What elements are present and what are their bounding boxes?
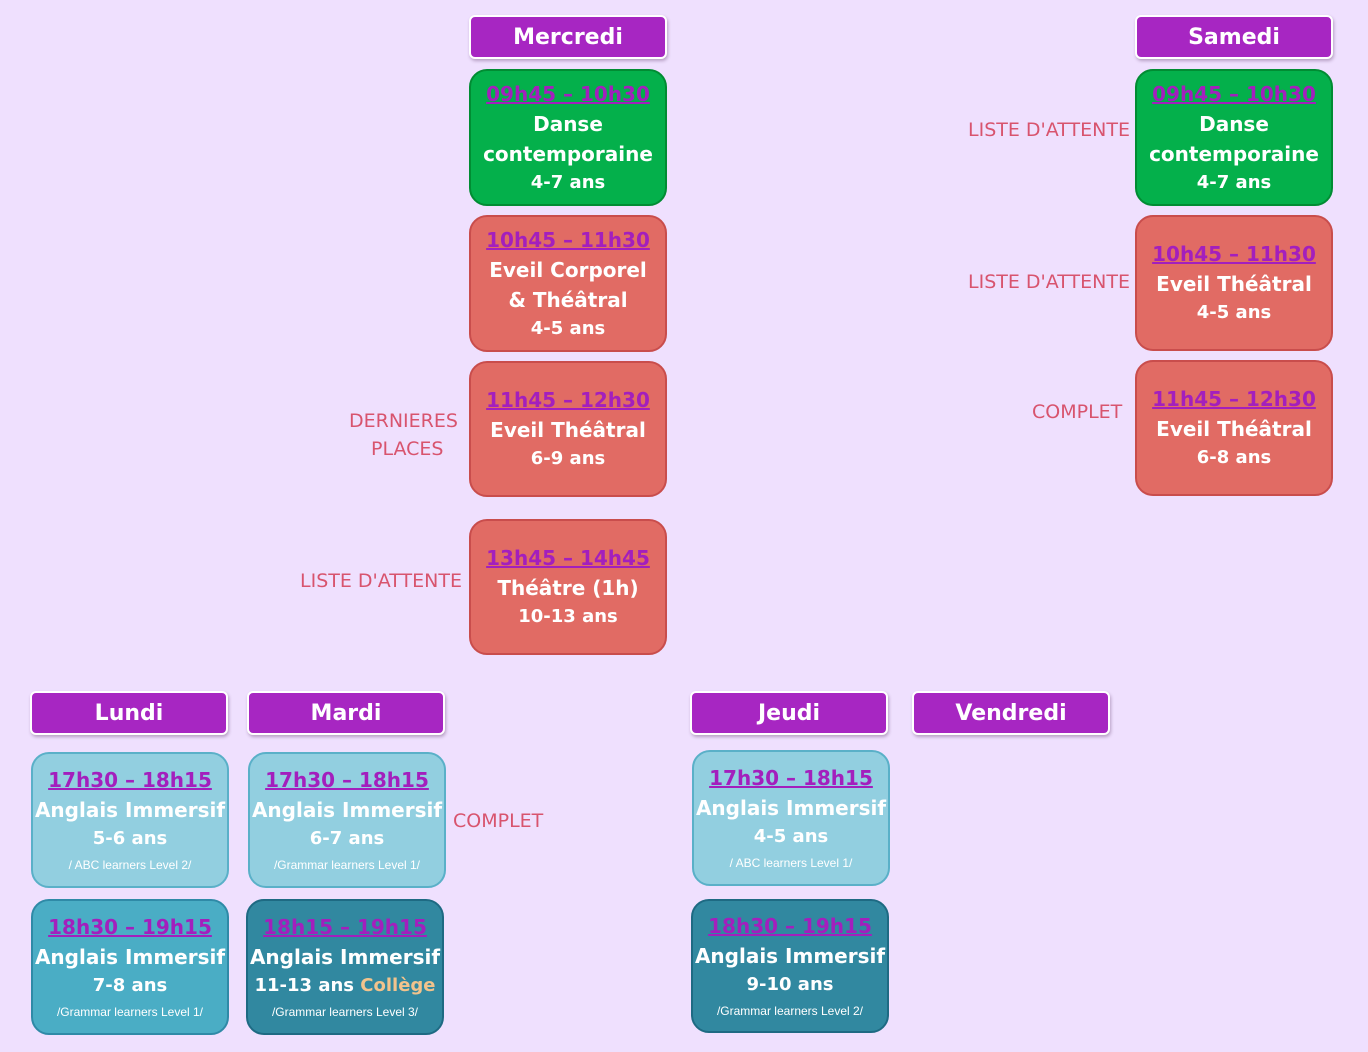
course-card[interactable]: 11h45 – 12h30 Eveil Théâtral 6-9 ans xyxy=(469,361,667,497)
course-title: Théâtre (1h) xyxy=(497,576,639,600)
course-time: 10h45 – 11h30 xyxy=(1152,242,1316,266)
course-card[interactable]: 18h15 – 19h15 Anglais Immersif 11-13 ans… xyxy=(246,899,444,1035)
course-age: 4-7 ans xyxy=(530,171,606,193)
course-level: /Grammar learners Level 3/ xyxy=(271,1005,419,1019)
course-age: 5-6 ans xyxy=(92,828,168,849)
day-header-vendredi: Vendredi xyxy=(912,691,1110,735)
course-time: 11h45 – 12h30 xyxy=(486,388,650,412)
course-title: Eveil Théâtral xyxy=(1156,417,1312,441)
course-card[interactable]: 10h45 – 11h30 Eveil Théâtral 4-5 ans xyxy=(1135,215,1333,351)
course-card[interactable]: 17h30 – 18h15 Anglais Immersif 5-6 ans /… xyxy=(31,752,229,888)
course-title: Anglais Immersif xyxy=(34,798,226,822)
status-label: LISTE D'ATTENTE xyxy=(300,570,462,592)
course-title: Anglais Immersif xyxy=(249,945,441,969)
course-age: 4-5 ans xyxy=(753,826,829,847)
day-header-mardi: Mardi xyxy=(247,691,445,735)
course-age: 6-8 ans xyxy=(1196,447,1272,468)
course-time: 09h45 – 10h30 xyxy=(486,81,650,106)
day-header-lundi: Lundi xyxy=(30,691,228,735)
status-label: LISTE D'ATTENTE xyxy=(968,271,1130,293)
course-card[interactable]: 09h45 – 10h30 Danse contemporaine 4-7 an… xyxy=(1135,69,1333,206)
course-time: 13h45 – 14h45 xyxy=(486,546,650,570)
course-age: 11-13 ans Collège xyxy=(254,972,435,1000)
course-card[interactable]: 11h45 – 12h30 Eveil Théâtral 6-8 ans xyxy=(1135,360,1333,496)
course-card[interactable]: 18h30 – 19h15 Anglais Immersif 7-8 ans /… xyxy=(31,899,229,1035)
course-title: Eveil Théâtral xyxy=(1156,272,1312,296)
day-header-jeudi: Jeudi xyxy=(690,691,888,735)
course-title: contemporaine xyxy=(1149,141,1319,166)
course-card[interactable]: 17h30 – 18h15 Anglais Immersif 4-5 ans /… xyxy=(692,750,890,886)
course-level: / ABC learners Level 1/ xyxy=(729,856,853,870)
course-age: 6-7 ans xyxy=(309,828,385,849)
status-label: PLACES xyxy=(371,438,444,460)
course-level: / ABC learners Level 2/ xyxy=(68,858,192,872)
course-time: 18h30 – 19h15 xyxy=(48,915,212,939)
status-label: LISTE D'ATTENTE xyxy=(968,119,1130,141)
course-time: 17h30 – 18h15 xyxy=(709,766,873,790)
course-title: Danse xyxy=(1199,111,1269,136)
course-age: 10-13 ans xyxy=(518,606,618,627)
course-time: 18h30 – 19h15 xyxy=(708,914,872,938)
course-title: & Théâtral xyxy=(508,287,628,312)
course-title: Anglais Immersif xyxy=(34,945,226,969)
day-header-samedi: Samedi xyxy=(1135,15,1333,59)
course-time: 09h45 – 10h30 xyxy=(1152,81,1316,106)
course-age: 9-10 ans xyxy=(746,974,834,995)
status-label: COMPLET xyxy=(453,810,544,832)
course-age: 4-5 ans xyxy=(1196,302,1272,323)
course-time: 10h45 – 11h30 xyxy=(486,227,650,252)
course-level: /Grammar learners Level 2/ xyxy=(716,1004,864,1018)
course-card[interactable]: 13h45 – 14h45 Théâtre (1h) 10-13 ans xyxy=(469,519,667,655)
course-card[interactable]: 10h45 – 11h30 Eveil Corporel & Théâtral … xyxy=(469,215,667,352)
course-time: 11h45 – 12h30 xyxy=(1152,387,1316,411)
course-age-value: 11-13 ans xyxy=(254,975,354,996)
course-time: 17h30 – 18h15 xyxy=(48,768,212,792)
course-age: 7-8 ans xyxy=(92,975,168,996)
course-card[interactable]: 18h30 – 19h15 Anglais Immersif 9-10 ans … xyxy=(691,899,889,1033)
course-card[interactable]: 17h30 – 18h15 Anglais Immersif 6-7 ans /… xyxy=(248,752,446,888)
course-title: contemporaine xyxy=(483,141,653,166)
course-level: /Grammar learners Level 1/ xyxy=(56,1005,204,1019)
day-header-mercredi: Mercredi xyxy=(469,15,667,59)
course-age: 4-5 ans xyxy=(530,317,606,339)
course-title: Anglais Immersif xyxy=(251,798,443,822)
course-time: 17h30 – 18h15 xyxy=(265,768,429,792)
status-label: COMPLET xyxy=(1032,401,1123,423)
course-title: Anglais Immersif xyxy=(694,944,886,968)
course-time: 18h15 – 19h15 xyxy=(263,915,427,939)
course-level: /Grammar learners Level 1/ xyxy=(273,858,421,872)
college-label: Collège xyxy=(360,975,436,996)
status-label: DERNIERES xyxy=(349,410,458,432)
course-age: 4-7 ans xyxy=(1196,171,1272,193)
course-title: Anglais Immersif xyxy=(695,796,887,820)
course-age: 6-9 ans xyxy=(530,448,606,469)
course-title: Eveil Corporel xyxy=(489,257,647,282)
course-card[interactable]: 09h45 – 10h30 Danse contemporaine 4-7 an… xyxy=(469,69,667,206)
course-title: Eveil Théâtral xyxy=(490,418,646,442)
course-title: Danse xyxy=(533,111,603,136)
